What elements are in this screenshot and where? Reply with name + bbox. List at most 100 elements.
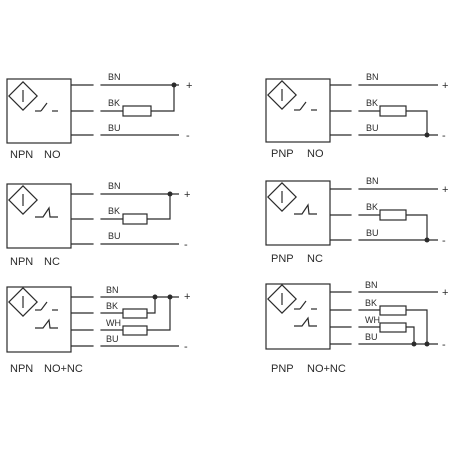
panel-npn-no-nc: BN BK WH BU + - NPN NO+NC — [6, 285, 190, 375]
junction-dot — [424, 341, 430, 347]
load-resistor — [122, 325, 148, 336]
polarity-plus: + — [186, 80, 192, 92]
panel-npn-nc: BN BK BU + - NPN NC — [6, 181, 190, 268]
terminal — [93, 215, 101, 223]
switch-contact-nc-icon — [294, 316, 317, 327]
load-return-wire — [147, 194, 171, 220]
junction-dot — [411, 341, 417, 347]
wire-label-bk: BK — [108, 206, 120, 216]
sensor-body — [265, 283, 331, 350]
type-label: NPN — [10, 256, 33, 268]
polarity-minus: - — [184, 341, 188, 353]
terminal — [351, 306, 359, 314]
terminal — [351, 288, 359, 296]
polarity-plus: + — [184, 291, 190, 303]
polarity-minus: - — [442, 130, 446, 142]
terminal — [93, 342, 101, 350]
terminal — [93, 190, 101, 198]
terminal — [93, 240, 101, 248]
terminal — [351, 131, 359, 139]
sensor-face-icon — [267, 182, 297, 212]
terminal — [351, 236, 359, 244]
wire-label-bu: BU — [106, 334, 119, 344]
polarity-minus: - — [186, 130, 190, 142]
load-return-wire — [147, 297, 171, 331]
polarity-plus: + — [184, 189, 190, 201]
mode-label: NO+NC — [44, 363, 83, 375]
switch-contact-nc-icon — [35, 206, 58, 218]
type-label: NPN — [10, 363, 33, 375]
type-label: PNP — [271, 148, 294, 160]
sensor-face-icon — [267, 284, 297, 314]
junction-dot — [167, 191, 173, 197]
polarity-plus: + — [442, 184, 448, 196]
load-return-wire — [147, 297, 156, 314]
switch-contact-no-icon — [35, 102, 58, 112]
terminal — [351, 340, 359, 348]
terminal — [93, 131, 101, 139]
polarity-plus: + — [442, 287, 448, 299]
terminal — [93, 309, 101, 317]
sensor-face-icon — [267, 80, 297, 110]
mode-label: NO — [44, 149, 61, 161]
load-return-wire — [406, 309, 428, 344]
sensor-body — [6, 183, 72, 249]
load-return-wire — [406, 326, 415, 344]
load-resistor — [379, 209, 407, 221]
wire-label-bk: BK — [366, 202, 378, 212]
wire-label-bn: BN — [108, 72, 121, 82]
type-label: NPN — [10, 149, 33, 161]
wire-label-wh: WH — [365, 315, 380, 325]
panel-pnp-no: BN BK BU + - PNP NO — [265, 72, 448, 160]
wire-label-bn: BN — [365, 280, 378, 290]
wire-label-bn: BN — [108, 181, 121, 191]
load-resistor — [122, 308, 148, 319]
panel-npn-no: BN BK BU + - NPN NO — [6, 72, 192, 161]
terminal — [351, 323, 359, 331]
wire-label-bk: BK — [108, 98, 120, 108]
load-return-wire — [406, 110, 428, 135]
junction-dot — [167, 294, 173, 300]
wire-label-bn: BN — [366, 176, 379, 186]
switch-contact-no-icon — [294, 300, 317, 310]
wire-label-bn: BN — [106, 285, 119, 295]
panel-pnp-no-nc: BN BK WH BU + - PNP NO+NC — [265, 280, 448, 375]
sensor-body — [6, 286, 72, 353]
wire-label-bk: BK — [365, 298, 377, 308]
terminal — [93, 107, 101, 115]
load-resistor — [122, 105, 152, 117]
junction-dot — [424, 237, 430, 243]
sensor-face-icon — [8, 287, 38, 317]
type-label: PNP — [271, 363, 294, 375]
wire-label-bk: BK — [106, 301, 118, 311]
switch-contact-nc-icon — [294, 203, 317, 215]
mode-label: NC — [307, 253, 323, 265]
polarity-minus: - — [442, 235, 446, 247]
polarity-plus: + — [442, 80, 448, 92]
terminal — [93, 81, 101, 89]
terminal — [351, 107, 359, 115]
wire-label-bu: BU — [365, 332, 378, 342]
terminal — [351, 185, 359, 193]
load-resistor — [379, 305, 407, 316]
load-resistor — [379, 322, 407, 333]
load-return-wire — [406, 214, 428, 240]
load-return-wire — [151, 85, 175, 112]
junction-dot — [152, 294, 158, 300]
mode-label: NO — [307, 148, 324, 160]
wire-label-bk: BK — [366, 98, 378, 108]
polarity-minus: - — [184, 239, 188, 251]
load-resistor — [122, 213, 148, 225]
wire-label-bu: BU — [108, 123, 121, 133]
sensor-face-icon — [8, 185, 38, 215]
mode-label: NC — [44, 256, 60, 268]
terminal — [93, 326, 101, 334]
mode-label: NO+NC — [307, 363, 346, 375]
panel-pnp-nc: BN BK BU + - PNP NC — [265, 176, 448, 265]
polarity-minus: - — [442, 339, 446, 351]
junction-dot — [171, 82, 177, 88]
wire-label-bu: BU — [366, 123, 379, 133]
wire-label-bn: BN — [366, 72, 379, 82]
wire-label-wh: WH — [106, 318, 121, 328]
